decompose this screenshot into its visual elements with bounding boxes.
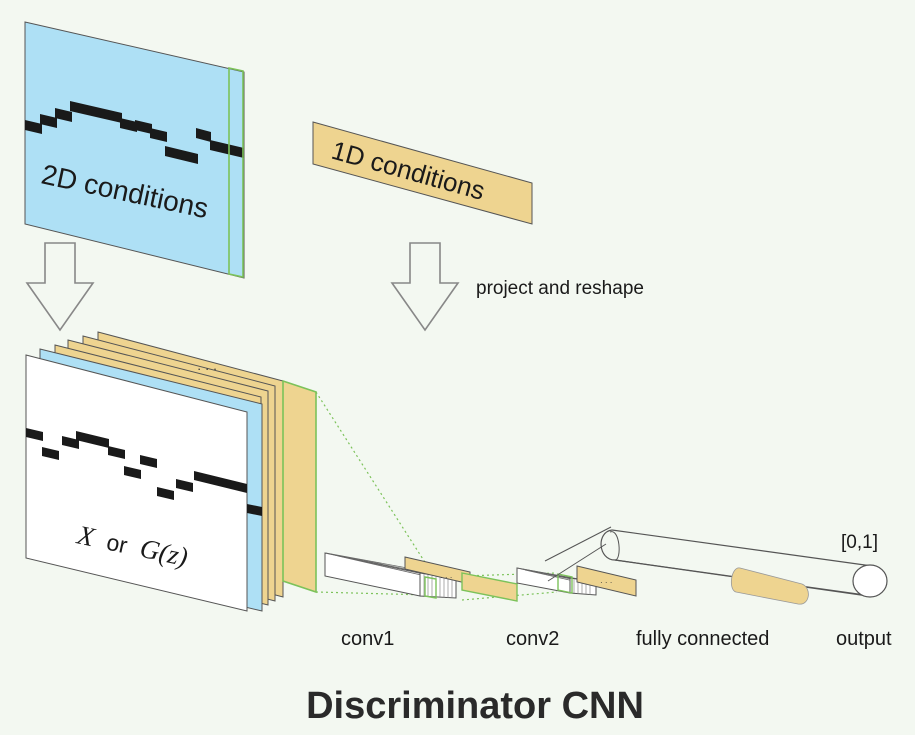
cond2d-notes	[25, 101, 244, 164]
fc-highlight	[730, 567, 809, 605]
down-arrow-left	[25, 242, 95, 332]
input-slice	[282, 379, 317, 594]
conv2-slice	[557, 573, 573, 594]
conv1-label: conv1	[341, 628, 394, 650]
fc-cylinder	[544, 526, 888, 605]
conv2-block: · · ·	[516, 565, 637, 597]
project-label: project and reshape	[476, 278, 644, 299]
conv1-slice	[424, 576, 437, 599]
input-notes	[26, 428, 262, 516]
conv2-dots: · · ·	[600, 578, 612, 587]
cond2d-slice	[228, 67, 244, 278]
diagram-title: Discriminator CNN	[306, 685, 644, 727]
output-label: output	[836, 628, 892, 650]
cond2d-panel: 2D conditions	[24, 21, 245, 279]
conv2-label: conv2	[506, 628, 559, 650]
fc-label: fully connected	[636, 628, 769, 650]
input-or: or	[104, 529, 130, 559]
down-arrow-right	[390, 242, 460, 332]
conv1-block: · · ·	[324, 552, 518, 602]
cond1d-bar: 1D conditions	[312, 121, 533, 225]
conv1-output-bar	[461, 572, 518, 602]
output-node	[852, 564, 888, 598]
stack-dots: · · ·	[197, 361, 217, 376]
input-stack: · · · X or G(z)	[25, 331, 317, 612]
conv1-dots: · · ·	[440, 573, 452, 582]
cond1d-label: 1D conditions	[328, 135, 488, 206]
range-label: [0,1]	[841, 532, 878, 553]
